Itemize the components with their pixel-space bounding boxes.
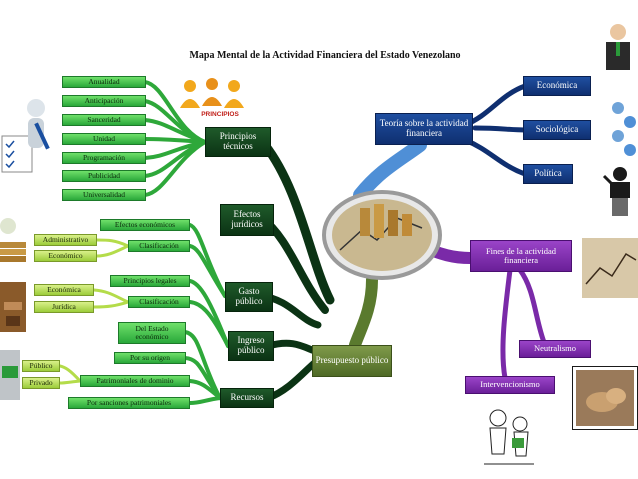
teoria-politica[interactable]: Política xyxy=(523,164,573,184)
map-title: Mapa Mental de la Actividad Financiera d… xyxy=(189,50,461,61)
teoria-economica[interactable]: Económica xyxy=(523,76,591,96)
fines-actividad-financiera-node[interactable]: Fines de la actividad financiera xyxy=(470,240,572,272)
person-checklist-icon xyxy=(1,99,50,173)
principios-tecnicos-node[interactable]: Principios técnicos xyxy=(205,127,271,157)
principio-anticipacion[interactable]: Anticipación xyxy=(62,95,146,107)
recursos-node[interactable]: Recursos xyxy=(220,388,274,408)
principios-people-icon xyxy=(180,78,244,108)
teoria-actividad-financiera-node[interactable]: Teoría sobre la actividad financiera xyxy=(375,113,473,145)
ingreso-principios-legales[interactable]: Principios legales xyxy=(110,275,190,287)
principio-universalidad[interactable]: Universalidad xyxy=(62,189,146,201)
efectos-juridicos-node[interactable]: Efectos jurídicos xyxy=(220,204,274,236)
speaker-podium-icon xyxy=(598,162,638,218)
principio-programacion[interactable]: Programación xyxy=(62,152,146,164)
financial-chart-icon xyxy=(582,238,638,298)
cartoon-people-icon xyxy=(484,409,534,465)
principio-unidad[interactable]: Unidad xyxy=(62,133,146,145)
keyboard-key-icon xyxy=(0,350,20,400)
principio-sanceridad[interactable]: Sanceridad xyxy=(62,114,146,126)
teoria-sociologica[interactable]: Sociológica xyxy=(523,120,591,140)
recursos-por-sanciones-patrimoniales[interactable]: Por sanciones patrimoniales xyxy=(68,397,190,409)
principios-logo-label: PRINCIPIOS xyxy=(201,111,239,119)
fines-intervencionismo[interactable]: Intervencionismo xyxy=(465,376,555,394)
recursos-patrimoniales-de-dominio[interactable]: Patrimoniales de dominio xyxy=(80,375,190,387)
gavel-icon xyxy=(0,282,26,332)
recursos-publico[interactable]: Público xyxy=(22,360,60,372)
coins-photo-icon xyxy=(572,366,638,430)
ingreso-juridica[interactable]: Jurídica xyxy=(34,301,94,313)
recursos-del-estado-economico[interactable]: Del Estado económico xyxy=(118,322,186,344)
presupuesto-publico-node[interactable]: Presupuesto público xyxy=(312,345,392,377)
recursos-por-su-origen[interactable]: Por su origen xyxy=(114,352,186,364)
gasto-publico-node[interactable]: Gasto público xyxy=(225,282,273,312)
recursos-privado[interactable]: Privado xyxy=(22,377,60,389)
gasto-administrativo[interactable]: Administrativo xyxy=(34,234,97,246)
ingreso-economica[interactable]: Económica xyxy=(34,284,94,296)
principio-anualidad[interactable]: Anualidad xyxy=(62,76,146,88)
businessman-icon xyxy=(598,16,638,74)
principio-publicidad[interactable]: Publicidad xyxy=(62,170,146,182)
fines-neutralismo[interactable]: Neutralismo xyxy=(519,340,591,358)
coins-chart-center-image xyxy=(322,190,442,280)
ingreso-publico-node[interactable]: Ingreso público xyxy=(228,331,274,361)
gasto-clasificacion[interactable]: Clasificación xyxy=(128,240,190,252)
gasto-economico[interactable]: Económico xyxy=(34,250,97,262)
ingreso-clasificacion[interactable]: Clasificación xyxy=(128,296,190,308)
people-network-icon xyxy=(612,102,636,156)
gasto-efectos-economicos[interactable]: Efectos económicos xyxy=(100,219,190,231)
coins-stack-icon xyxy=(0,218,26,262)
